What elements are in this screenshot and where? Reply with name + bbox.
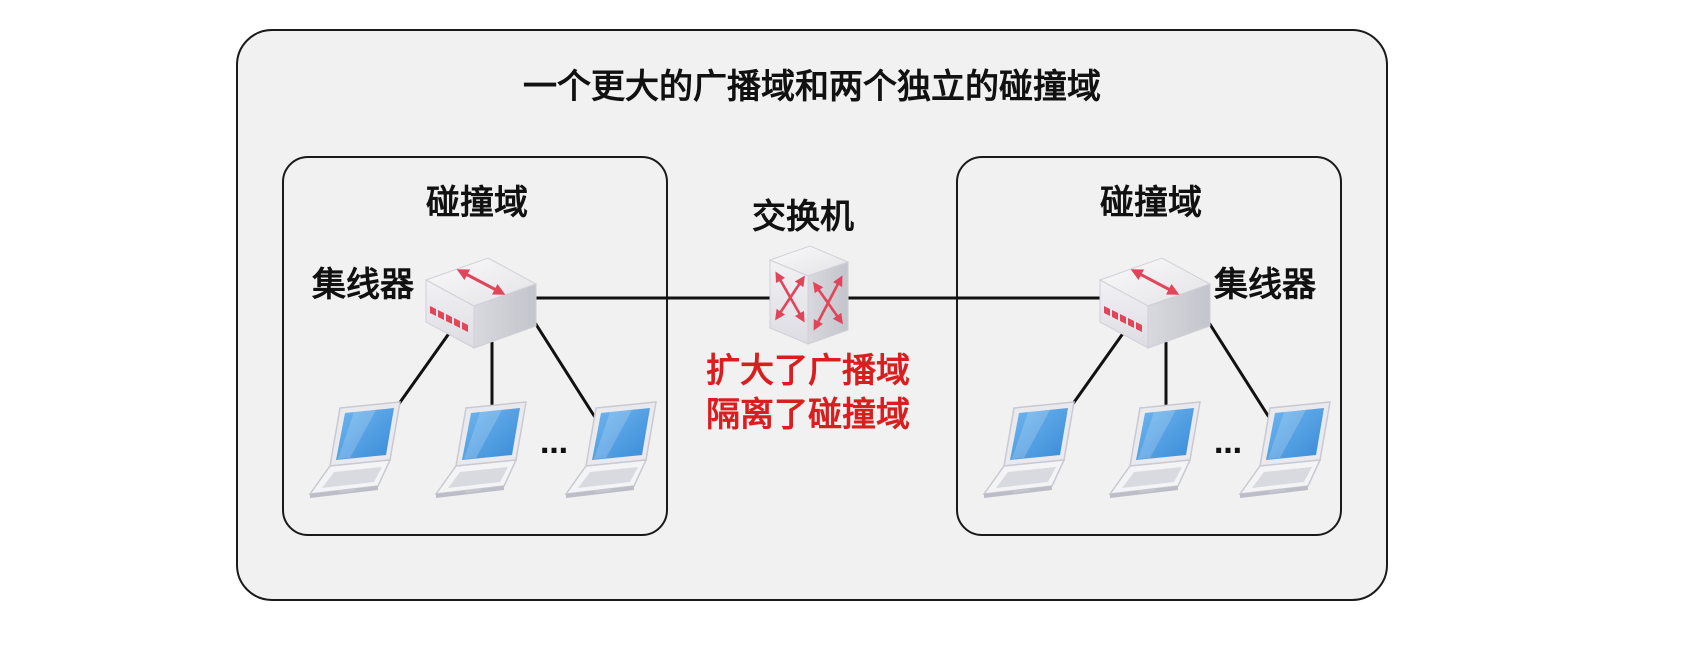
switch-effect-line-2: 隔离了碰撞域 — [706, 395, 910, 435]
right-ellipsis: … — [1214, 427, 1242, 460]
switch-label: 交换机 — [752, 197, 854, 237]
right-hub-label: 集线器 — [1214, 265, 1316, 305]
laptop-icon — [1109, 401, 1201, 499]
right-collision-domain-box — [956, 156, 1342, 536]
switch-icon — [768, 245, 850, 345]
laptop-icon — [309, 401, 401, 499]
hub-icon — [426, 258, 536, 348]
left-collision-domain-box — [282, 156, 668, 536]
switch-effect-line-1: 扩大了广播域 — [706, 351, 910, 391]
laptop-icon — [983, 401, 1075, 499]
laptop-icon — [435, 401, 527, 499]
left-collision-domain-label: 碰撞域 — [426, 183, 528, 223]
hub-icon — [1100, 258, 1210, 348]
left-hub-label: 集线器 — [312, 265, 414, 305]
link-left-hub-laptop-3 — [530, 317, 600, 423]
diagram-title: 一个更大的广播域和两个独立的碰撞域 — [523, 67, 1101, 107]
left-ellipsis: … — [540, 427, 568, 460]
link-right-hub-laptop-3 — [1204, 317, 1274, 423]
laptop-icon — [1239, 401, 1331, 499]
laptop-icon — [565, 401, 657, 499]
right-collision-domain-label: 碰撞域 — [1100, 183, 1202, 223]
